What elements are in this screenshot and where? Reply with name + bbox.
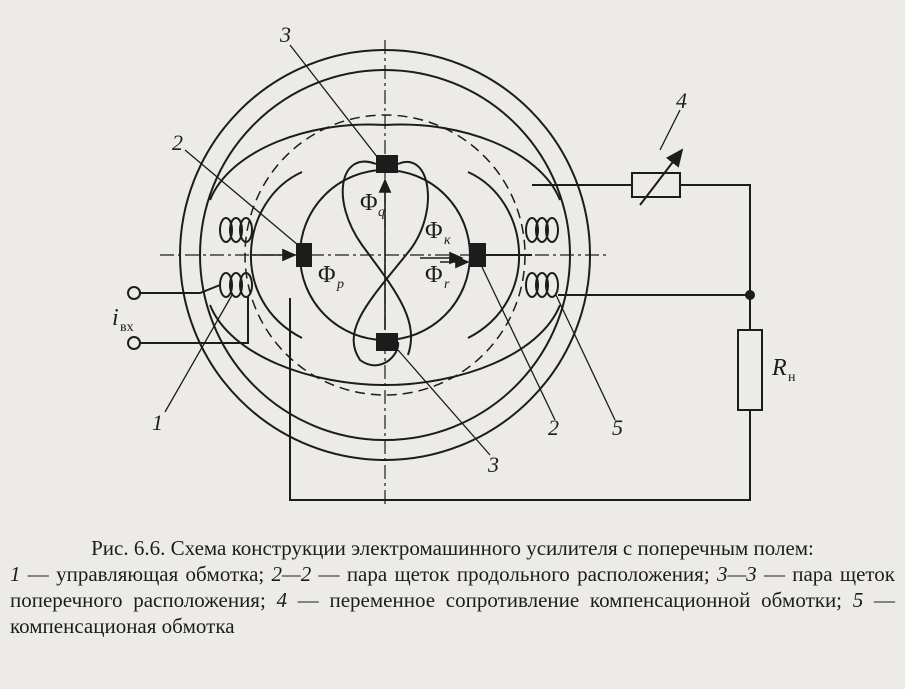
flux-q-label: Φ q: [360, 190, 385, 220]
svg-text:r: r: [444, 277, 450, 292]
svg-text:Φ: Φ: [318, 262, 336, 288]
legend-text-3: — пара щеток поперечного расположения;: [10, 562, 895, 612]
brush-2-right: [470, 243, 486, 267]
svg-text:к: к: [444, 233, 451, 248]
stator-pole-top-left: [209, 123, 386, 201]
caption-title: Рис. 6.6. Схема конструкции электромашин…: [91, 536, 814, 560]
brush-3-top: [376, 155, 398, 173]
svg-text:R: R: [771, 355, 787, 381]
input-terminal-bottom: [127, 336, 141, 350]
label-2-left: 2: [172, 130, 183, 155]
leader-5: [555, 294, 616, 421]
compensation-winding-coil-bottom: [525, 272, 559, 298]
legend-num-3: 3—3: [716, 562, 757, 586]
control-winding-coil-top: [219, 217, 253, 243]
svg-text:Φ: Φ: [360, 190, 378, 216]
label-2-right: 2: [548, 415, 559, 440]
flux-k-label: Φ к: [425, 218, 451, 248]
label-3-bottom: 3: [487, 452, 499, 477]
load-resistance-label: R н: [771, 355, 796, 385]
label-1: 1: [152, 410, 163, 435]
load-resistor: [737, 329, 763, 411]
brush-2-left: [296, 243, 312, 267]
quadrature-loop-back: [341, 160, 413, 356]
rheostat-out-wire: [680, 184, 751, 295]
stator-pole-top-right: [384, 123, 561, 201]
svg-text:i: i: [112, 305, 119, 331]
stator-pole-bottom-left: [209, 304, 386, 386]
input-terminal-top: [127, 286, 141, 300]
flux-p-label: Φ p: [318, 262, 344, 292]
leader-3-top: [289, 44, 379, 159]
variable-resistor-arrow: [639, 148, 684, 206]
input-wire-bottom: [140, 297, 249, 344]
legend-num-1: 1: [10, 562, 21, 586]
input-wire-top: [140, 284, 221, 294]
legend-text-1: — управляющая обмотка;: [20, 562, 272, 586]
brush-3-bottom: [376, 333, 398, 351]
legend-num-5: 5: [852, 588, 864, 612]
legend-num-4: 4: [276, 588, 288, 612]
leader-1: [164, 294, 233, 413]
leader-2-left: [184, 149, 299, 246]
legend-text-5: — компенсационая обмотка: [10, 588, 895, 638]
legend-num-2: 2—2: [271, 562, 312, 586]
quadrature-loop: [352, 161, 429, 367]
load-return-wire: [289, 298, 751, 501]
leader-2-right: [481, 266, 556, 421]
svg-text:p: p: [336, 277, 344, 292]
caption-legend: 1 — управляющая обмотка; 2—2 — пара щето…: [10, 561, 895, 639]
input-current-label: i вх: [112, 305, 134, 335]
svg-text:Φ: Φ: [425, 262, 443, 288]
label-5: 5: [612, 415, 623, 440]
legend-text-4: — переменное сопротивление компенсационн…: [287, 588, 853, 612]
figure-caption: Рис. 6.6. Схема конструкции электромашин…: [10, 535, 895, 639]
emu-diagram: 3 2 1 3 2 5 4 Φ q Φ к Φ p Φ r i вх R н: [112, 22, 796, 505]
pole-shoe-left: [250, 171, 303, 339]
leader-3-bottom: [397, 349, 491, 456]
stator-pole-bottom-right: [384, 304, 561, 386]
compensation-winding-coil-top: [525, 217, 559, 243]
label-4: 4: [676, 88, 687, 113]
svg-text:Φ: Φ: [425, 218, 443, 244]
svg-text:вх: вх: [120, 320, 134, 335]
svg-text:q: q: [378, 205, 385, 220]
label-3-top: 3: [279, 22, 291, 47]
legend-text-2: — пара щеток продольного расположения;: [311, 562, 717, 586]
svg-text:н: н: [788, 370, 796, 385]
pole-shoe-right: [467, 171, 520, 339]
leader-4: [659, 109, 681, 151]
flux-r-label: Φ r: [425, 262, 450, 292]
